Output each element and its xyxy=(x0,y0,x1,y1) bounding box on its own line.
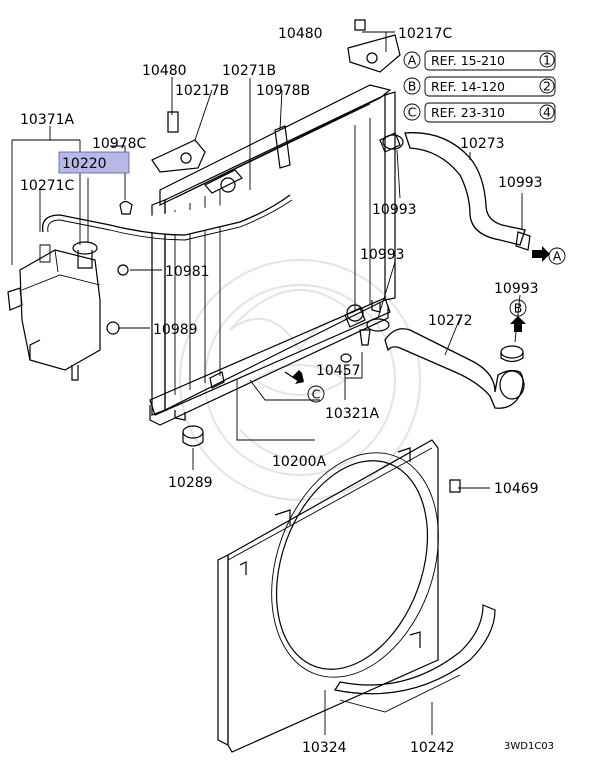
label-10217C: 10217C xyxy=(398,26,453,42)
label-10993-a: 10993 xyxy=(498,175,543,191)
label-10480-top: 10480 xyxy=(278,26,323,42)
arrow-marker-c: C xyxy=(312,387,321,402)
label-10289: 10289 xyxy=(168,475,213,491)
label-10993-b: 10993 xyxy=(372,202,417,218)
label-10271B: 10271B xyxy=(222,63,276,79)
label-10321A: 10321A xyxy=(325,406,380,422)
ref-letter-a: A xyxy=(408,53,417,68)
leader-lines xyxy=(11,31,523,735)
lower-shroud xyxy=(334,604,496,713)
arrow-right-icon xyxy=(532,246,550,262)
reference-row-a: A REF. 15-210 1 xyxy=(403,50,556,71)
ref-page-b: 2 xyxy=(543,79,551,94)
overflow-hose xyxy=(39,194,293,263)
reservoir-tank xyxy=(7,241,101,381)
ref-text-b: REF. 14-120 xyxy=(431,79,505,94)
label-10273: 10273 xyxy=(460,136,505,152)
ref-page-a: 1 xyxy=(543,53,551,68)
label-10217B: 10217B xyxy=(175,83,229,99)
ref-letter-c: C xyxy=(408,105,417,120)
label-10200A: 10200A xyxy=(272,454,327,470)
upper-hose xyxy=(404,132,531,251)
ref-page-c: 4 xyxy=(543,105,551,120)
callout-labels: 10480 10217C 10480 10271B 10217B 10978B … xyxy=(20,26,543,756)
label-10457: 10457 xyxy=(316,363,361,379)
label-10978B: 10978B xyxy=(256,83,310,99)
reference-table: A REF. 15-210 1 B REF. 14-120 2 C REF. 2… xyxy=(403,50,556,123)
reference-row-b: B REF. 14-120 2 xyxy=(403,76,556,97)
ref-letter-b: B xyxy=(408,79,417,94)
label-10993-c: 10993 xyxy=(360,247,405,263)
highlight-box xyxy=(58,151,130,174)
arrow-to-a: A xyxy=(532,246,566,265)
label-10272: 10272 xyxy=(428,313,473,329)
label-10271C: 10271C xyxy=(20,178,75,194)
label-10989: 10989 xyxy=(153,322,198,338)
radiator-core-fins xyxy=(174,118,371,395)
label-10469: 10469 xyxy=(494,481,539,497)
diagram-code: 3WD1C03 xyxy=(504,741,554,752)
hose-clamps xyxy=(346,134,404,332)
arrow-to-b: B xyxy=(509,299,527,332)
ref-text-a: REF. 15-210 xyxy=(431,53,505,68)
label-10242: 10242 xyxy=(410,740,455,756)
arrow-to-c: C xyxy=(284,370,325,403)
label-10993-d: 10993 xyxy=(494,281,539,297)
ref-text-c: REF. 23-310 xyxy=(431,105,505,120)
lower-hose xyxy=(384,328,525,409)
fan-shroud xyxy=(217,439,439,753)
label-10978C: 10978C xyxy=(92,136,147,152)
hardware xyxy=(106,19,461,493)
label-10480-left: 10480 xyxy=(142,63,187,79)
arrow-up-icon xyxy=(510,316,526,332)
label-10981: 10981 xyxy=(165,264,210,280)
reference-row-c: C REF. 23-310 4 xyxy=(403,102,556,123)
label-10371A: 10371A xyxy=(20,112,75,128)
arrow-down-right-icon xyxy=(292,370,304,384)
arrow-marker-b: B xyxy=(514,301,523,316)
arrow-marker-a: A xyxy=(553,249,562,264)
label-10324: 10324 xyxy=(302,740,347,756)
label-10220: 10220 xyxy=(62,156,107,172)
